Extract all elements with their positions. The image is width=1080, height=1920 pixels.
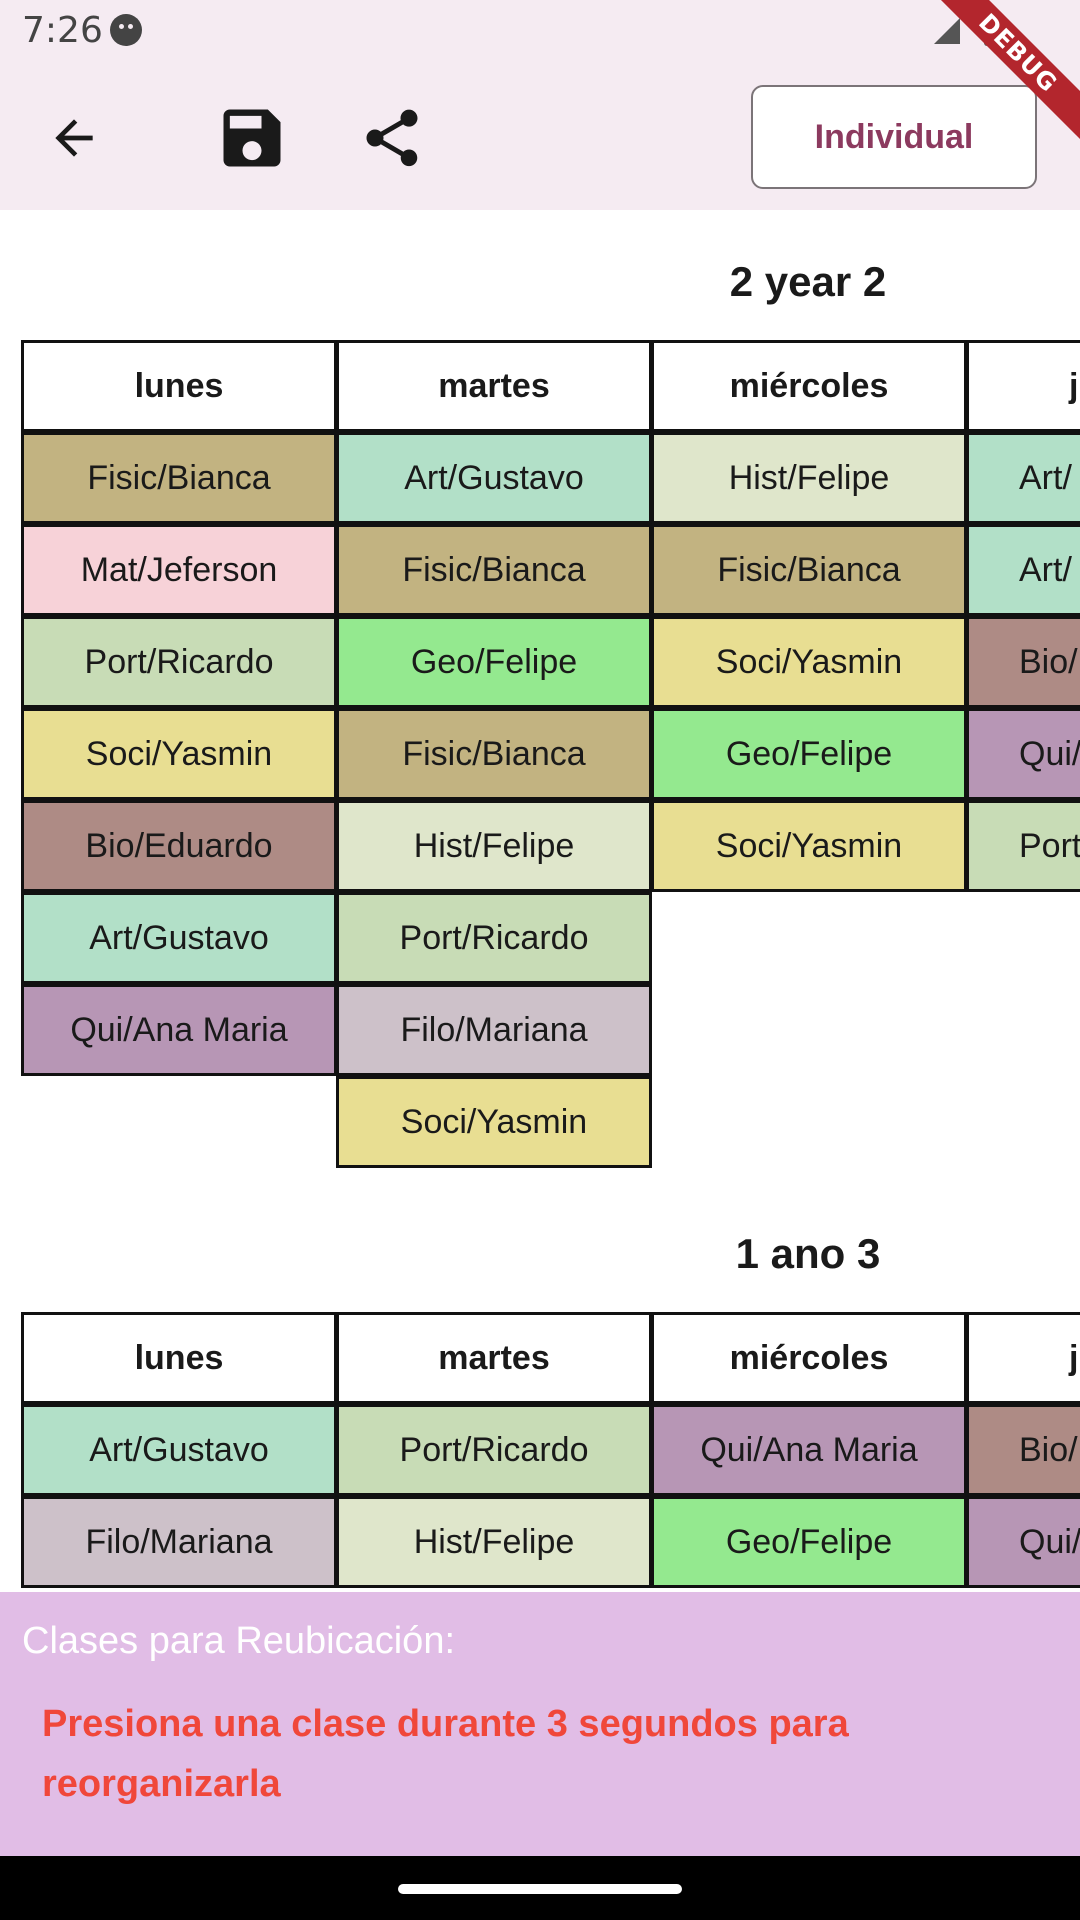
- schedule-title: 1 ano 3: [735, 1230, 881, 1277]
- class-cell[interactable]: Port/Ricardo: [336, 1404, 652, 1496]
- class-cell[interactable]: Qui/Ana Maria: [21, 984, 337, 1076]
- class-cell[interactable]: Port: [966, 800, 1080, 892]
- class-cell[interactable]: Soci/Yasmin: [21, 708, 337, 800]
- class-cell[interactable]: Geo/Felipe: [651, 1496, 967, 1588]
- class-cell[interactable]: Art/: [966, 432, 1080, 524]
- relocation-panel[interactable]: Clases para Reubicación: Presiona una cl…: [0, 1592, 1080, 1856]
- class-cell[interactable]: Bio/: [966, 616, 1080, 708]
- class-cell[interactable]: Filo/Mariana: [21, 1496, 337, 1588]
- class-cell[interactable]: Geo/Felipe: [651, 708, 967, 800]
- class-cell[interactable]: Art/: [966, 524, 1080, 616]
- day-header: j: [966, 1312, 1080, 1404]
- class-cell[interactable]: Hist/Felipe: [336, 1496, 652, 1588]
- class-cell[interactable]: Geo/Felipe: [336, 616, 652, 708]
- class-cell[interactable]: Art/Gustavo: [336, 432, 652, 524]
- relocation-panel-title: Clases para Reubicación:: [22, 1620, 456, 1662]
- class-cell[interactable]: Soci/Yasmin: [651, 800, 967, 892]
- class-cell[interactable]: Port/Ricardo: [21, 616, 337, 708]
- class-cell[interactable]: Art/Gustavo: [21, 1404, 337, 1496]
- class-cell[interactable]: Bio/: [966, 1404, 1080, 1496]
- schedule-title: 2 year 2: [729, 258, 887, 305]
- status-time: 7:26: [22, 10, 103, 51]
- class-cell[interactable]: Port/Ricardo: [336, 892, 652, 984]
- day-header: j: [966, 340, 1080, 432]
- class-cell[interactable]: Filo/Mariana: [336, 984, 652, 1076]
- save-button[interactable]: [204, 90, 300, 186]
- class-cell[interactable]: Fisic/Bianca: [336, 524, 652, 616]
- day-header: lunes: [21, 340, 337, 432]
- back-button[interactable]: [26, 90, 122, 186]
- home-handle[interactable]: [398, 1884, 682, 1894]
- class-cell[interactable]: Bio/Eduardo: [21, 800, 337, 892]
- class-cell[interactable]: Qui/: [966, 1496, 1080, 1588]
- class-cell[interactable]: Art/Gustavo: [21, 892, 337, 984]
- day-header: martes: [336, 340, 652, 432]
- day-header: miércoles: [651, 1312, 967, 1404]
- status-bar: 7:26: [0, 0, 1080, 64]
- class-cell[interactable]: Soci/Yasmin: [651, 616, 967, 708]
- day-header: lunes: [21, 1312, 337, 1404]
- class-cell[interactable]: Hist/Felipe: [336, 800, 652, 892]
- class-cell[interactable]: Mat/Jeferson: [21, 524, 337, 616]
- class-cell[interactable]: Qui/: [966, 708, 1080, 800]
- class-cell[interactable]: Fisic/Bianca: [21, 432, 337, 524]
- share-button[interactable]: [344, 90, 440, 186]
- day-header: martes: [336, 1312, 652, 1404]
- day-header: miércoles: [651, 340, 967, 432]
- class-cell[interactable]: Qui/Ana Maria: [651, 1404, 967, 1496]
- battery-icon: [984, 14, 1002, 46]
- class-cell[interactable]: Hist/Felipe: [651, 432, 967, 524]
- signal-icon: [934, 18, 960, 44]
- app-bar: Individual: [0, 64, 1080, 210]
- class-cell[interactable]: Fisic/Bianca: [651, 524, 967, 616]
- class-cell[interactable]: Soci/Yasmin: [336, 1076, 652, 1168]
- floppy-save-icon: [223, 109, 281, 167]
- notification-face-icon: [110, 14, 142, 46]
- relocation-instruction: Presiona una clase durante 3 segundos pa…: [42, 1703, 849, 1805]
- share-icon: [366, 109, 418, 167]
- individual-button[interactable]: Individual: [751, 85, 1037, 189]
- class-cell[interactable]: Fisic/Bianca: [336, 708, 652, 800]
- arrow-back-icon: [55, 119, 93, 157]
- system-nav-bar: [0, 1856, 1080, 1920]
